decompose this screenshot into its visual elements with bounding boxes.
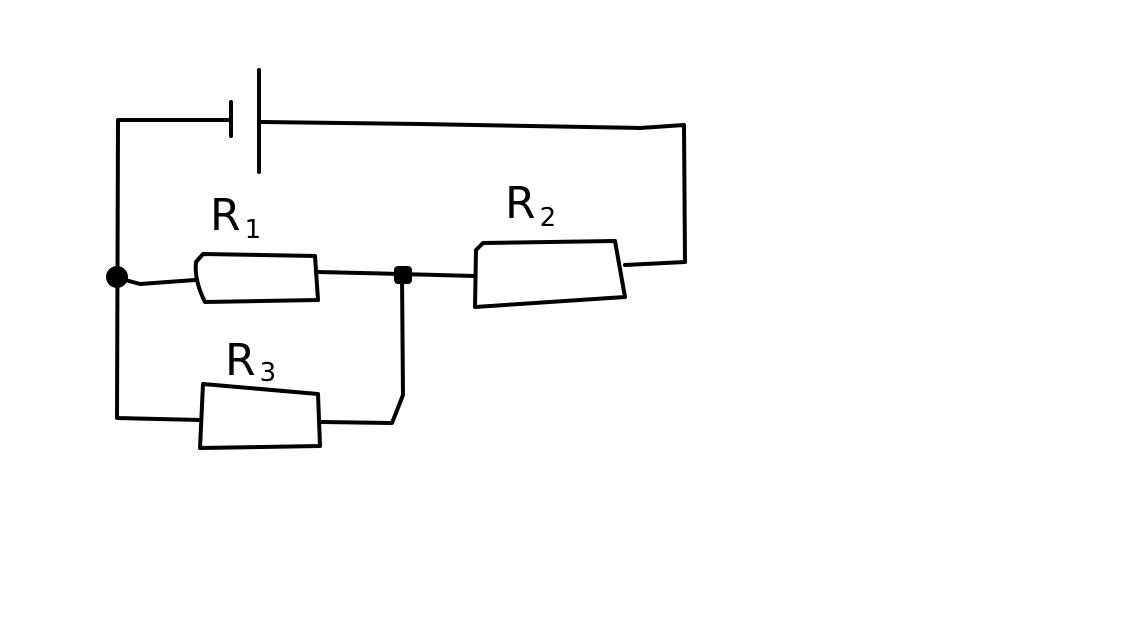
resistor-r2: [473, 239, 627, 309]
resistor-r1: [193, 252, 320, 304]
battery: [229, 68, 261, 174]
junction-nodes: [106, 266, 412, 288]
resistor-r3: [198, 382, 322, 450]
junction-middle: [394, 266, 412, 284]
junction-left: [106, 266, 128, 288]
